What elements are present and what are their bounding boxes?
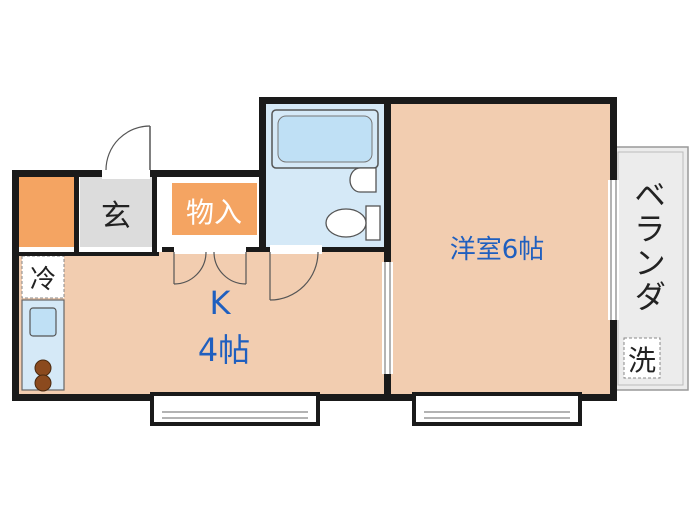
storage-door-swing [173, 245, 247, 285]
window-bay-room [412, 392, 582, 426]
bath-door-swing [269, 245, 322, 301]
toilet-icon [325, 205, 381, 241]
bathtub [271, 109, 379, 169]
washbasin-icon [349, 167, 377, 193]
shoe-storage [18, 177, 74, 247]
balcony-window [608, 180, 619, 320]
entrance-label: 玄 [101, 199, 131, 234]
storage-label: 物入 [186, 196, 242, 229]
western-room-label: 洋室6帖 [450, 235, 545, 265]
washer-spot [623, 337, 661, 379]
window-bay-kitchen [150, 392, 320, 426]
entrance-floor [80, 177, 156, 247]
balcony-label: ベランダ [629, 178, 667, 314]
entry-door-swing [102, 125, 151, 179]
kitchen-label-size: 4帖 [198, 331, 250, 369]
kitchen-label-k: K [210, 284, 232, 322]
kitchen-floor [18, 252, 384, 394]
sliding-door [382, 262, 393, 374]
washer-label: 洗 [628, 344, 656, 377]
fridge-label: 冷 [30, 265, 56, 295]
fridge-spot [21, 255, 65, 299]
western-room-floor [390, 104, 610, 394]
kitchen-counter [21, 299, 65, 392]
storage-label-bg [172, 183, 257, 235]
